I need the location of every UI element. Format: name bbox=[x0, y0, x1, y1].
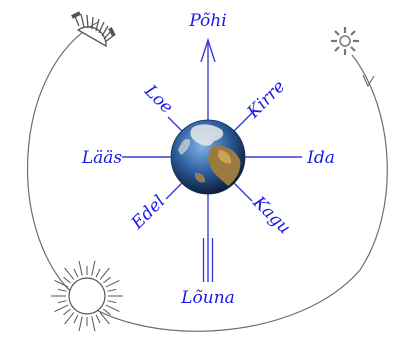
sun-ray bbox=[64, 309, 71, 315]
label-east: Ida bbox=[306, 148, 335, 168]
path-arrow-icon bbox=[363, 75, 374, 86]
sun-ray bbox=[96, 269, 100, 277]
earth-globe-icon bbox=[171, 120, 245, 194]
sun-ray bbox=[58, 301, 67, 303]
sun-ray bbox=[55, 305, 69, 312]
label-southeast: Kagu bbox=[248, 192, 294, 238]
sun-ray bbox=[92, 261, 95, 276]
sun-ray bbox=[103, 277, 110, 283]
sun-ray bbox=[79, 261, 82, 276]
label-south: Lõuna bbox=[180, 288, 235, 308]
label-north: Põhi bbox=[188, 11, 226, 31]
sun-ray bbox=[108, 301, 117, 303]
sun-ray bbox=[74, 315, 78, 323]
sun-ray bbox=[92, 317, 95, 332]
sun-ray bbox=[58, 289, 67, 291]
label-west: Lääs bbox=[81, 148, 123, 168]
label-southwest: Edel bbox=[127, 192, 169, 234]
sun-ray bbox=[65, 312, 74, 324]
label-northwest: Loe bbox=[140, 81, 177, 118]
sun-ray bbox=[79, 317, 82, 332]
setting-sun-icon bbox=[331, 27, 359, 55]
sun-ray bbox=[65, 268, 74, 280]
sun-ray bbox=[64, 277, 71, 283]
sun-ray bbox=[74, 269, 78, 277]
sun-ray bbox=[106, 305, 120, 312]
sun-ray bbox=[106, 280, 120, 287]
large-sun-icon bbox=[51, 261, 123, 331]
sun-ray bbox=[108, 289, 117, 291]
sun-ray bbox=[100, 268, 109, 280]
sun-ray bbox=[96, 315, 100, 323]
rising-sun-icon bbox=[72, 13, 114, 46]
